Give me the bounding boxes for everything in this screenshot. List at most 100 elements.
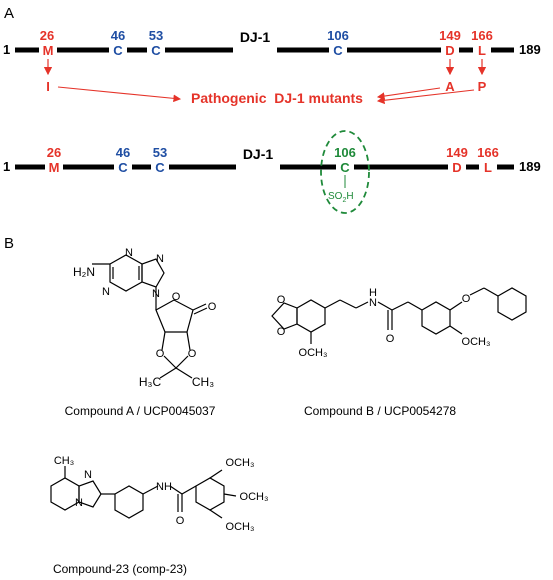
bond [355, 301, 369, 309]
atom-n: N [152, 288, 160, 300]
b-site-149-number: 149 [446, 145, 468, 160]
atom-o: O [386, 333, 395, 345]
bond [449, 325, 463, 335]
site-46-number: 46 [111, 28, 125, 43]
imidazole-ring [78, 480, 102, 508]
pathogenic-mutants-label: Pathogenic DJ-1 mutants [191, 90, 363, 106]
atom-ome: OCH₃ [240, 491, 269, 503]
imidazole-ring [141, 258, 165, 288]
atom-nh: NH [156, 481, 172, 493]
atom-o: O [208, 301, 217, 313]
bond [483, 287, 499, 297]
bond [161, 331, 166, 351]
atom-n: N [102, 286, 110, 298]
bond [186, 331, 191, 351]
bond [169, 485, 183, 495]
bottom-track-name: DJ-1 [243, 146, 274, 162]
bond [193, 307, 208, 315]
bond [324, 299, 341, 309]
bond [377, 301, 393, 311]
trimethoxyphenyl-ring [195, 477, 225, 511]
gap [479, 161, 497, 173]
bond [391, 301, 409, 311]
benzene-ring [296, 299, 326, 333]
atom-h: H [369, 287, 377, 299]
atom-nh2: H₂N [73, 265, 95, 279]
atom-methyl: H₃C [139, 375, 162, 389]
gap [233, 42, 277, 58]
panel-a-label: A [4, 5, 14, 22]
site-53-residue: C [151, 43, 161, 58]
b-site-53-number: 53 [153, 145, 167, 160]
bond [407, 301, 423, 311]
top-track-end: 189 [519, 42, 541, 57]
bond [159, 367, 177, 379]
atom-o: O [172, 291, 181, 303]
bottom-track-end: 189 [519, 159, 541, 174]
compound-23-structure: CH₃ N N NH O OCH₃ OCH₃ OCH₃ [50, 455, 269, 533]
gap [236, 159, 280, 175]
atom-o: O [176, 515, 185, 527]
compound-a-caption: Compound A / UCP0045037 [65, 404, 216, 418]
compound-b-structure: O O H N O OCH₃ O OCH₃ [271, 287, 527, 359]
bottom-track-start: 1 [3, 159, 10, 174]
atom-ome: OCH₃ [226, 457, 255, 469]
gap [45, 161, 63, 173]
bond [192, 303, 207, 311]
bond [339, 299, 357, 309]
bond [209, 509, 223, 519]
gap [329, 44, 347, 56]
bond [181, 485, 197, 495]
site-26-residue: M [43, 43, 54, 58]
top-track: 1 189 DJ-1 26 46 53 106 149 166 M C C C … [3, 28, 541, 106]
site-166-residue: L [478, 43, 486, 58]
gap [147, 44, 165, 56]
atom-o: O [462, 293, 471, 305]
gap [336, 161, 354, 173]
b-site-46-residue: C [118, 160, 128, 175]
compound-b-caption: Compound B / UCP0054278 [304, 404, 456, 418]
gap [448, 161, 466, 173]
site-53-number: 53 [149, 28, 163, 43]
b-site-53-residue: C [155, 160, 165, 175]
compound-23-caption: Compound-23 (comp-23) [53, 562, 187, 576]
lactone-ring [155, 299, 194, 333]
atom-ome: OCH₃ [226, 521, 255, 533]
b-site-46-number: 46 [116, 145, 130, 160]
site-149-residue: D [445, 43, 454, 58]
sulfinic-acid-label: SO2H [328, 191, 354, 204]
gap [441, 44, 459, 56]
mutant-166: P [478, 79, 487, 94]
atom-o: O [277, 326, 286, 338]
bond [142, 485, 159, 495]
benzene-ring [497, 287, 527, 321]
gap [473, 44, 491, 56]
atom-n: N [369, 297, 377, 309]
mutant-149: A [445, 79, 455, 94]
site-149-number: 149 [439, 28, 461, 43]
mutant-arrow-right-p [376, 89, 475, 105]
bond [223, 493, 237, 497]
mutant-26: I [46, 79, 50, 94]
atom-n: N [156, 253, 164, 265]
atom-o: O [156, 348, 165, 360]
gap [114, 161, 132, 173]
bond [449, 301, 463, 311]
oxidation-highlight-ellipse [320, 130, 370, 214]
b-site-26-residue: M [49, 160, 60, 175]
atom-ome: OCH₃ [299, 347, 328, 359]
benzene-ring [421, 301, 451, 335]
gap [151, 161, 169, 173]
panel-b-label: B [4, 235, 14, 252]
b-site-26-number: 26 [47, 145, 61, 160]
site-26-number: 26 [40, 28, 54, 43]
gap [109, 44, 127, 56]
top-track-start: 1 [3, 42, 10, 57]
site-46-residue: C [113, 43, 123, 58]
mutant-arrow-left [57, 86, 182, 103]
dioxole-ring [271, 302, 298, 330]
atom-o: O [277, 294, 286, 306]
site-106-residue: C [333, 43, 343, 58]
gap [39, 44, 57, 56]
